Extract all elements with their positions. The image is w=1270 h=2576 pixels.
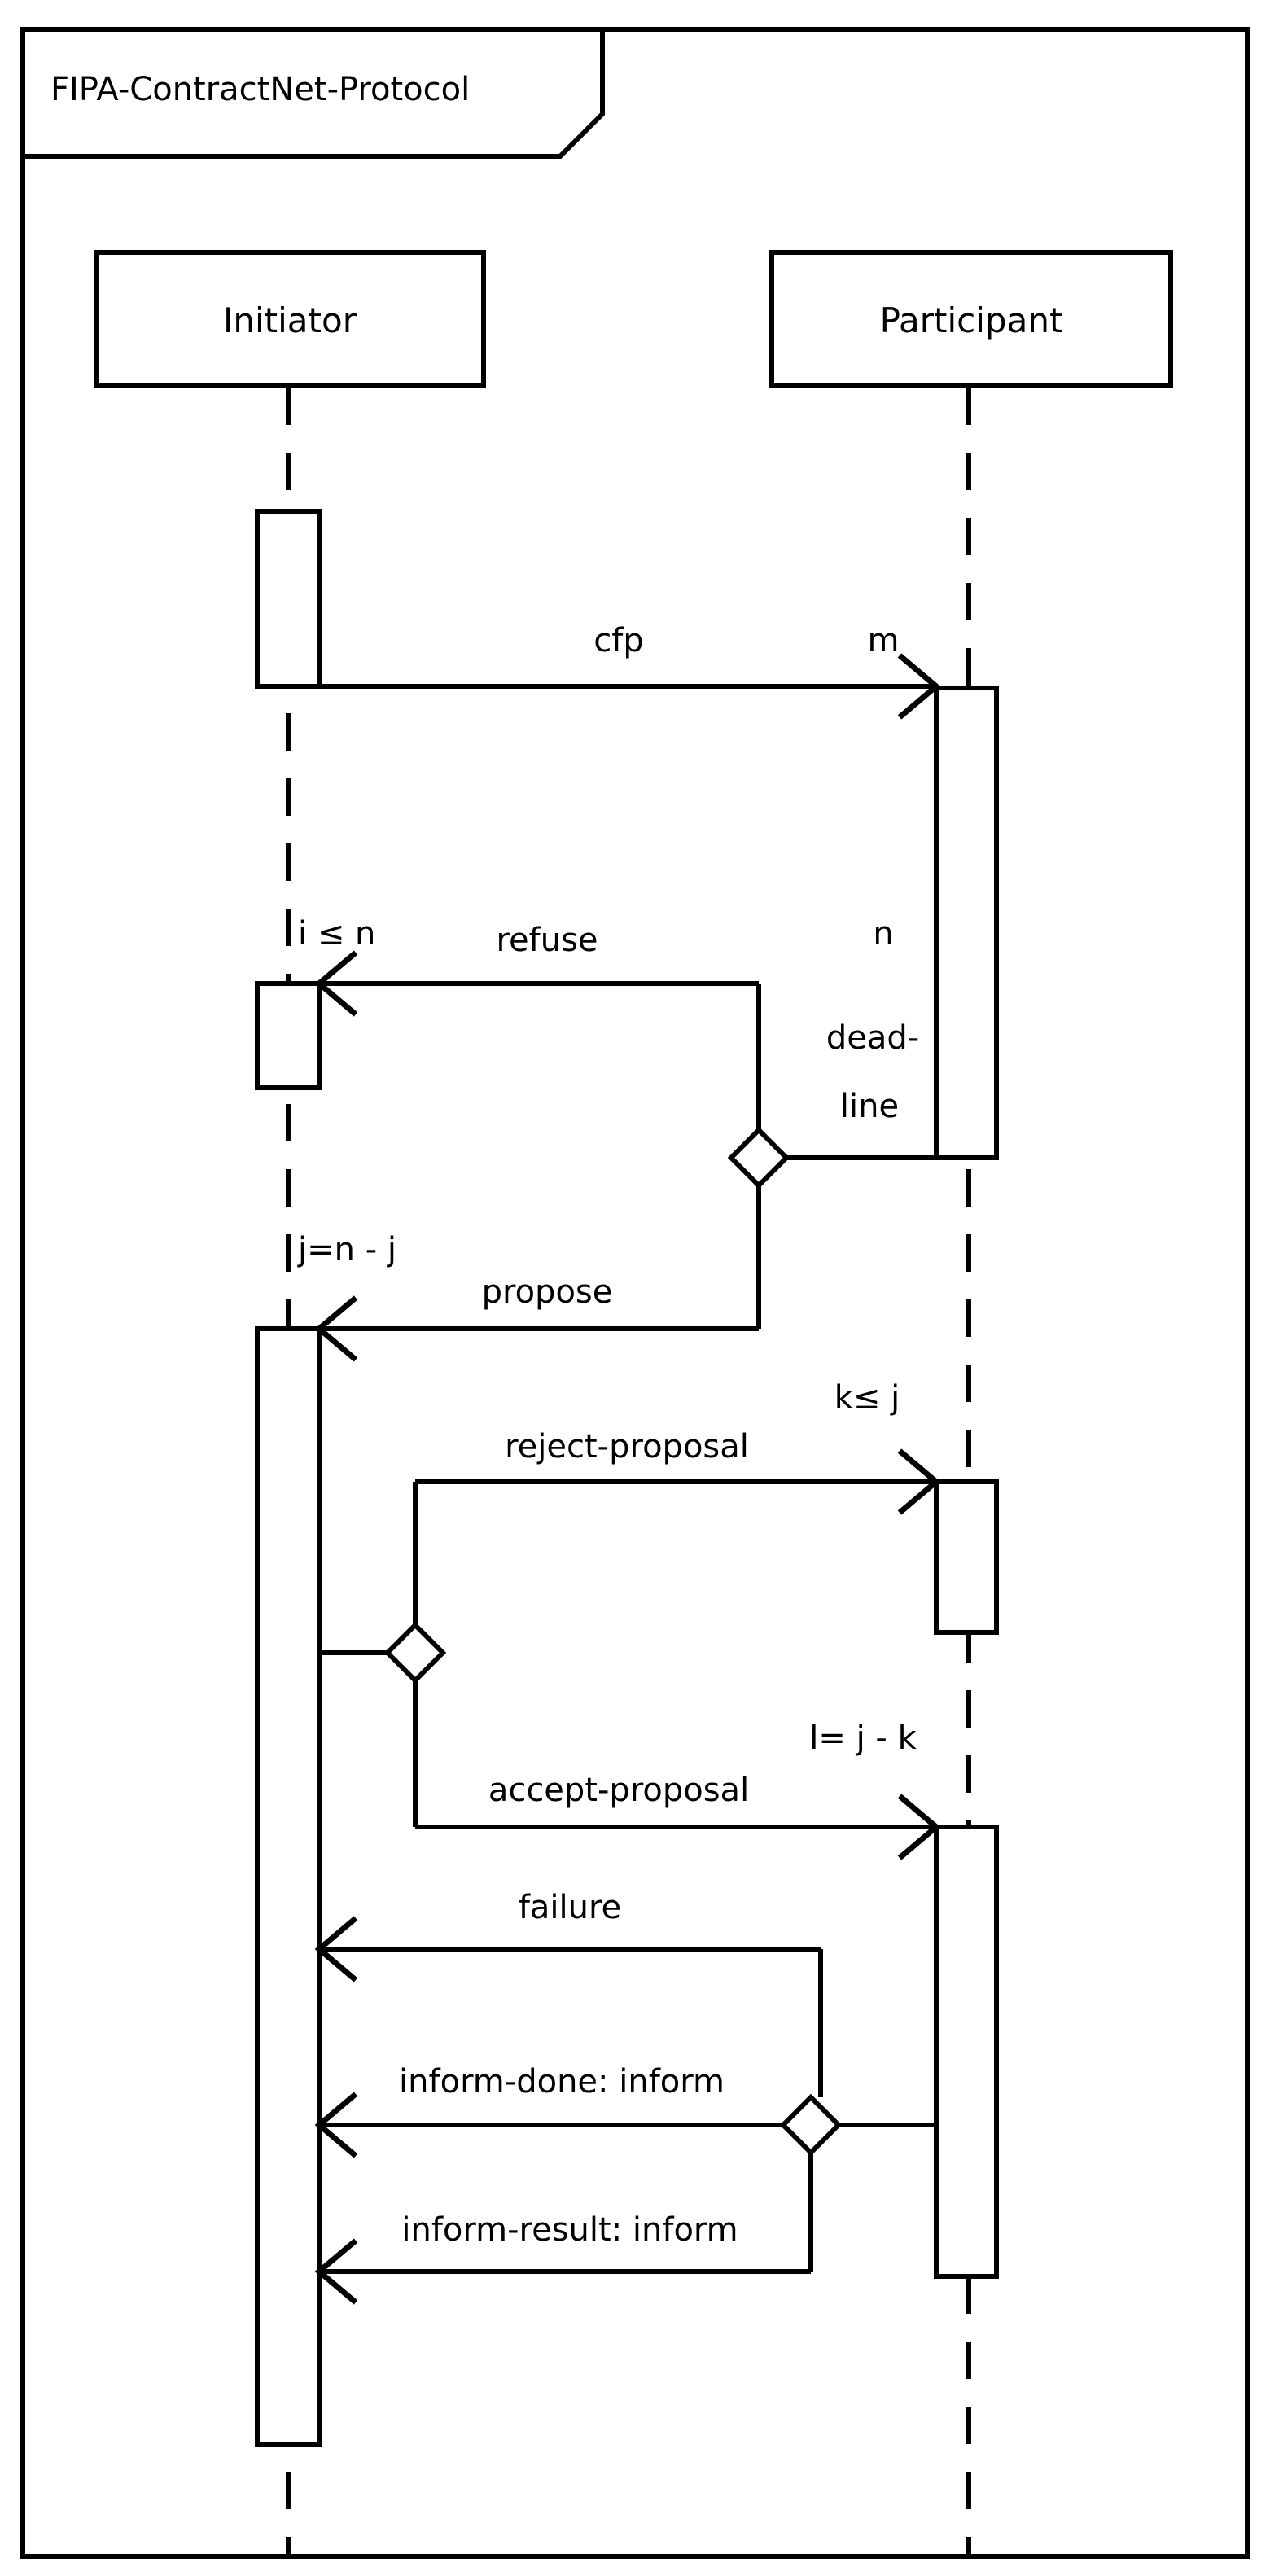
msg-arrowhead-reject-proposal — [897, 1448, 941, 1515]
msg-arrowhead-inform-done — [314, 2092, 358, 2158]
annotation-deadline-line2: line — [840, 1088, 899, 1125]
frame-name-tab — [20, 27, 605, 159]
lifeline-header-initiator[interactable] — [94, 250, 486, 388]
msg-multiplicity-accept-proposal: l= j - k — [809, 1720, 917, 1757]
msg-arrowhead-propose — [314, 1295, 358, 1362]
activation-initiator-main — [255, 1326, 322, 2447]
msg-label-inform-done: inform-done: inform — [399, 2063, 725, 2101]
msg-multiplicity-reject-proposal: k≤ j — [834, 1379, 900, 1417]
activation-initiator-refuse — [255, 981, 322, 1090]
diagram-frame — [20, 27, 1250, 2559]
activation-participant-accept — [934, 1825, 999, 2279]
msg-arrowhead-accept-proposal — [897, 1794, 941, 1860]
activation-initiator-cfp — [255, 509, 322, 689]
msg-label-reject-proposal: reject-proposal — [505, 1428, 749, 1465]
msg-arrowhead-failure — [314, 1916, 358, 1982]
lifeline-label-initiator: Initiator — [223, 300, 357, 340]
msg-arrowhead-refuse — [314, 950, 358, 1017]
frame-title: FIPA-ContractNet-Protocol — [50, 71, 470, 108]
msg-label-accept-proposal: accept-proposal — [488, 1772, 749, 1809]
msg-multiplicity-cfp: m — [868, 622, 900, 659]
activation-participant-reject — [934, 1479, 999, 1635]
msg-label-cfp: cfp — [593, 622, 643, 659]
lifeline-header-participant[interactable] — [769, 250, 1173, 388]
lifeline-label-participant: Participant — [880, 300, 1063, 340]
annotation-participant-count: n — [873, 915, 893, 953]
msg-arrowhead-cfp — [897, 653, 941, 720]
msg-label-inform-result: inform-result: inform — [401, 2211, 738, 2249]
msg-arrowhead-inform-result — [314, 2238, 358, 2305]
msg-label-failure: failure — [519, 1889, 621, 1926]
annotation-deadline-line1: dead- — [826, 1019, 919, 1057]
msg-multiplicity-propose: j=n - j — [297, 1231, 396, 1268]
msg-label-propose: propose — [482, 1273, 613, 1311]
msg-label-refuse: refuse — [496, 922, 598, 959]
activation-participant-cfp — [934, 686, 999, 1160]
msg-multiplicity-refuse: i ≤ n — [298, 915, 375, 953]
